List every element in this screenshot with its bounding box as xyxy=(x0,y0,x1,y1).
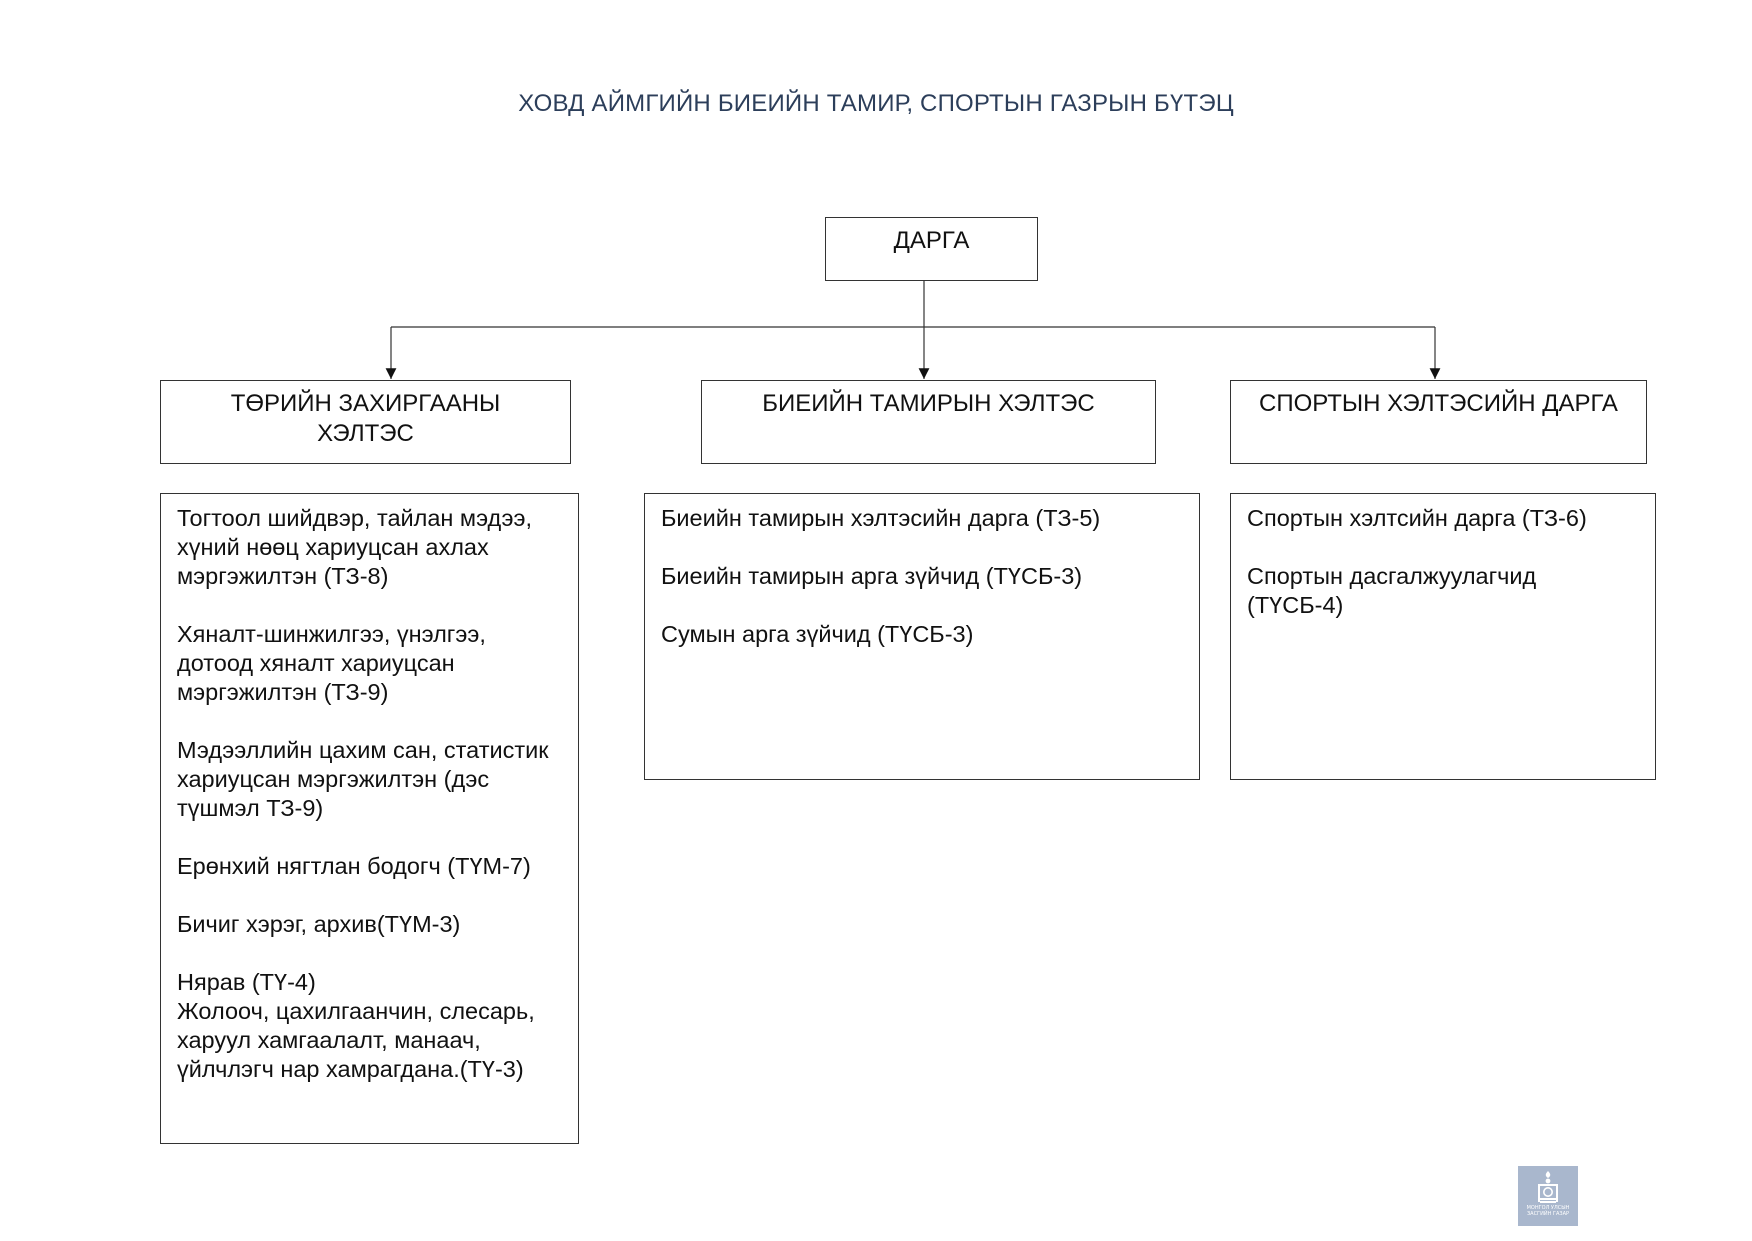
dept-box-physical-education: БИЕИЙН ТАМИРЫН ХЭЛТЭС xyxy=(701,380,1156,464)
dept-sport-label: СПОРТЫН ХЭЛТЭСИЙН ДАРГА xyxy=(1259,390,1618,417)
dept-pe-label: БИЕИЙН ТАМИРЫН ХЭЛТЭС xyxy=(762,390,1095,417)
admin-position: Ерөнхий нягтлан бодогч (ТҮМ-7) xyxy=(177,853,531,879)
root-box-director: ДАРГА xyxy=(825,217,1038,281)
admin-position: Мэдээллийн цахим сан, статистик хариуцса… xyxy=(177,737,549,821)
admin-position: Жолооч, цахилгаанчин, слесарь, харуул ха… xyxy=(177,998,535,1082)
page-title: ХОВД АЙМГИЙН БИЕИЙН ТАМИР, СПОРТЫН ГАЗРЫ… xyxy=(518,90,1234,117)
dept-box-sport: СПОРТЫН ХЭЛТЭСИЙН ДАРГА xyxy=(1230,380,1647,464)
detail-box-sport: Спортын хэлтсийн дарга (ТЗ-6) Спортын да… xyxy=(1230,493,1656,780)
admin-position: Хяналт-шинжилгээ, үнэлгээ, дотоод хяналт… xyxy=(177,621,486,705)
admin-position: Нярав (ТҮ-4) xyxy=(177,969,316,995)
root-label: ДАРГА xyxy=(893,227,970,254)
dept-box-admin: ТӨРИЙН ЗАХИРГААНЫ ХЭЛТЭС xyxy=(160,380,571,464)
logo-caption: МОНГОЛ УЛСЫН ЗАСГИЙН ГАЗАР xyxy=(1526,1205,1570,1217)
sport-position: Спортын дасгалжуулагчид (ТҮСБ-4) xyxy=(1247,563,1537,618)
government-logo: МОНГОЛ УЛСЫН ЗАСГИЙН ГАЗАР xyxy=(1518,1166,1578,1226)
detail-box-admin: Тогтоол шийдвэр, тайлан мэдээ, хүний нөө… xyxy=(160,493,579,1144)
pe-position: Биеийн тамирын хэлтэсийн дарга (ТЗ-5) xyxy=(661,505,1101,531)
soyombo-icon xyxy=(1538,1171,1558,1203)
admin-position: Бичиг хэрэг, архив(ТҮМ-3) xyxy=(177,911,461,937)
sport-position: Спортын хэлтсийн дарга (ТЗ-6) xyxy=(1247,505,1587,531)
pe-position: Сумын арга зүйчид (ТҮСБ-3) xyxy=(661,621,974,647)
pe-position: Биеийн тамирын арга зүйчид (ТҮСБ-3) xyxy=(661,563,1083,589)
dept-admin-label: ТӨРИЙН ЗАХИРГААНЫ ХЭЛТЭС xyxy=(230,390,501,447)
admin-position: Тогтоол шийдвэр, тайлан мэдээ, хүний нөө… xyxy=(177,505,533,589)
detail-box-physical-education: Биеийн тамирын хэлтэсийн дарга (ТЗ-5) Би… xyxy=(644,493,1200,780)
